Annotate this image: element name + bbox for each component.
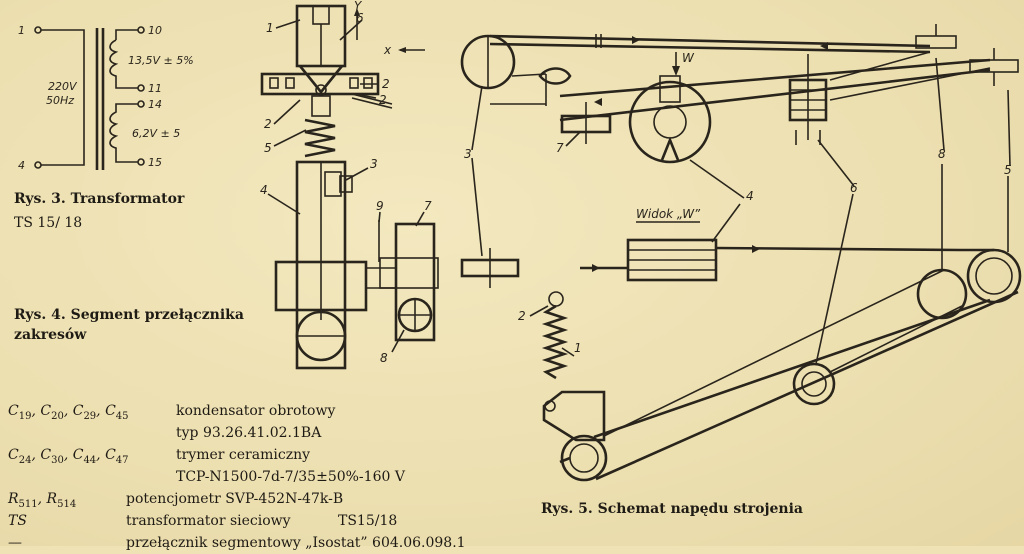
parts-description: trymer ceramiczny <box>176 447 310 463</box>
fig5-label-1: 1 <box>574 341 582 355</box>
fig4-caption: Rys. 4. Segment przełącznika <box>14 307 244 323</box>
pin-10-label: 10 <box>148 24 162 37</box>
winding-2-voltage-label: 6,2V ± 5 <box>132 127 180 140</box>
fig4-label-2-right: 2 <box>382 77 390 91</box>
parts-type: typ 93.26.41.02.1BA <box>176 425 322 441</box>
fig5-label-8: 8 <box>938 147 946 161</box>
fig5-caption: Rys. 5. Schemat napędu strojenia <box>541 501 803 517</box>
fig4-label-2-left: 2 <box>264 117 272 131</box>
fig5-label-5: 5 <box>1004 163 1012 177</box>
parts-description: przełącznik segmentowy „Isostat” 604.06.… <box>126 535 466 551</box>
fig4-label-3: 3 <box>370 157 378 171</box>
fig5-w-arrow-label: W <box>682 51 695 65</box>
fig4-label-9: 9 <box>376 199 384 213</box>
parts-symbol: TS <box>8 513 27 529</box>
fig4-label-6: 6 <box>356 11 364 25</box>
parts-description: transformator sieciowy <box>126 513 291 529</box>
parts-symbols: C19, C20, C29, C45 <box>8 403 129 422</box>
fig4-label-7: 7 <box>424 199 432 213</box>
fig4-label-4: 4 <box>260 183 268 197</box>
fig5-label-3: 3 <box>464 147 472 161</box>
pin-4-label: 4 <box>18 159 25 172</box>
winding-1-voltage-label: 13,5V ± 5% <box>128 54 194 67</box>
fig5-label-2: 2 <box>518 309 526 323</box>
parts-description: kondensator obrotowy <box>176 403 336 419</box>
fig4-label-2-right-b: 2 <box>379 93 387 107</box>
mains-frequency-label: 50Hz <box>46 94 74 107</box>
pin-15-label: 15 <box>148 156 162 169</box>
fig4-label-1: 1 <box>266 21 274 35</box>
pin-1-label: 1 <box>18 24 25 37</box>
pin-11-label: 11 <box>148 82 162 95</box>
switch-segment-drawing: 1 Y 6 x 2 2 2 5 3 4 9 7 8 <box>260 0 439 370</box>
fig3-caption-model: TS 15/ 18 <box>14 215 83 231</box>
transformer-schematic: 1 4 10 11 14 15 220V 50Hz 13,5V ± 5% 6,2… <box>18 24 194 172</box>
parts-symbol: — <box>8 535 22 551</box>
parts-symbols: R511, R514 <box>8 491 77 510</box>
fig4-label-x: x <box>383 43 392 57</box>
fig5-view-label: Widok „W” <box>636 207 701 221</box>
fig3-caption: Rys. 3. Transformator <box>14 191 185 207</box>
fig5-label-4: 4 <box>746 189 754 203</box>
parts-type: TCP-N1500-7d-7/35±50%-160 V <box>176 469 405 485</box>
parts-model: TS15/18 <box>338 513 398 529</box>
fig5-label-6: 6 <box>850 181 858 195</box>
fig5-label-7: 7 <box>556 141 564 155</box>
mains-voltage-label: 220V <box>48 80 78 93</box>
parts-symbols: C24, C30, C44, C47 <box>8 447 129 466</box>
fig4-label-8: 8 <box>380 351 388 365</box>
fig4-label-5: 5 <box>264 141 272 155</box>
fig4-label-y: Y <box>354 0 363 13</box>
parts-description: potencjometr SVP-452N-47k-B <box>126 491 344 507</box>
fig4-caption-line2: zakresów <box>14 327 87 343</box>
tuning-drive-drawing: 3 7 4 6 8 5 2 1 W Widok „W” <box>460 24 1022 482</box>
pin-14-label: 14 <box>148 98 162 111</box>
